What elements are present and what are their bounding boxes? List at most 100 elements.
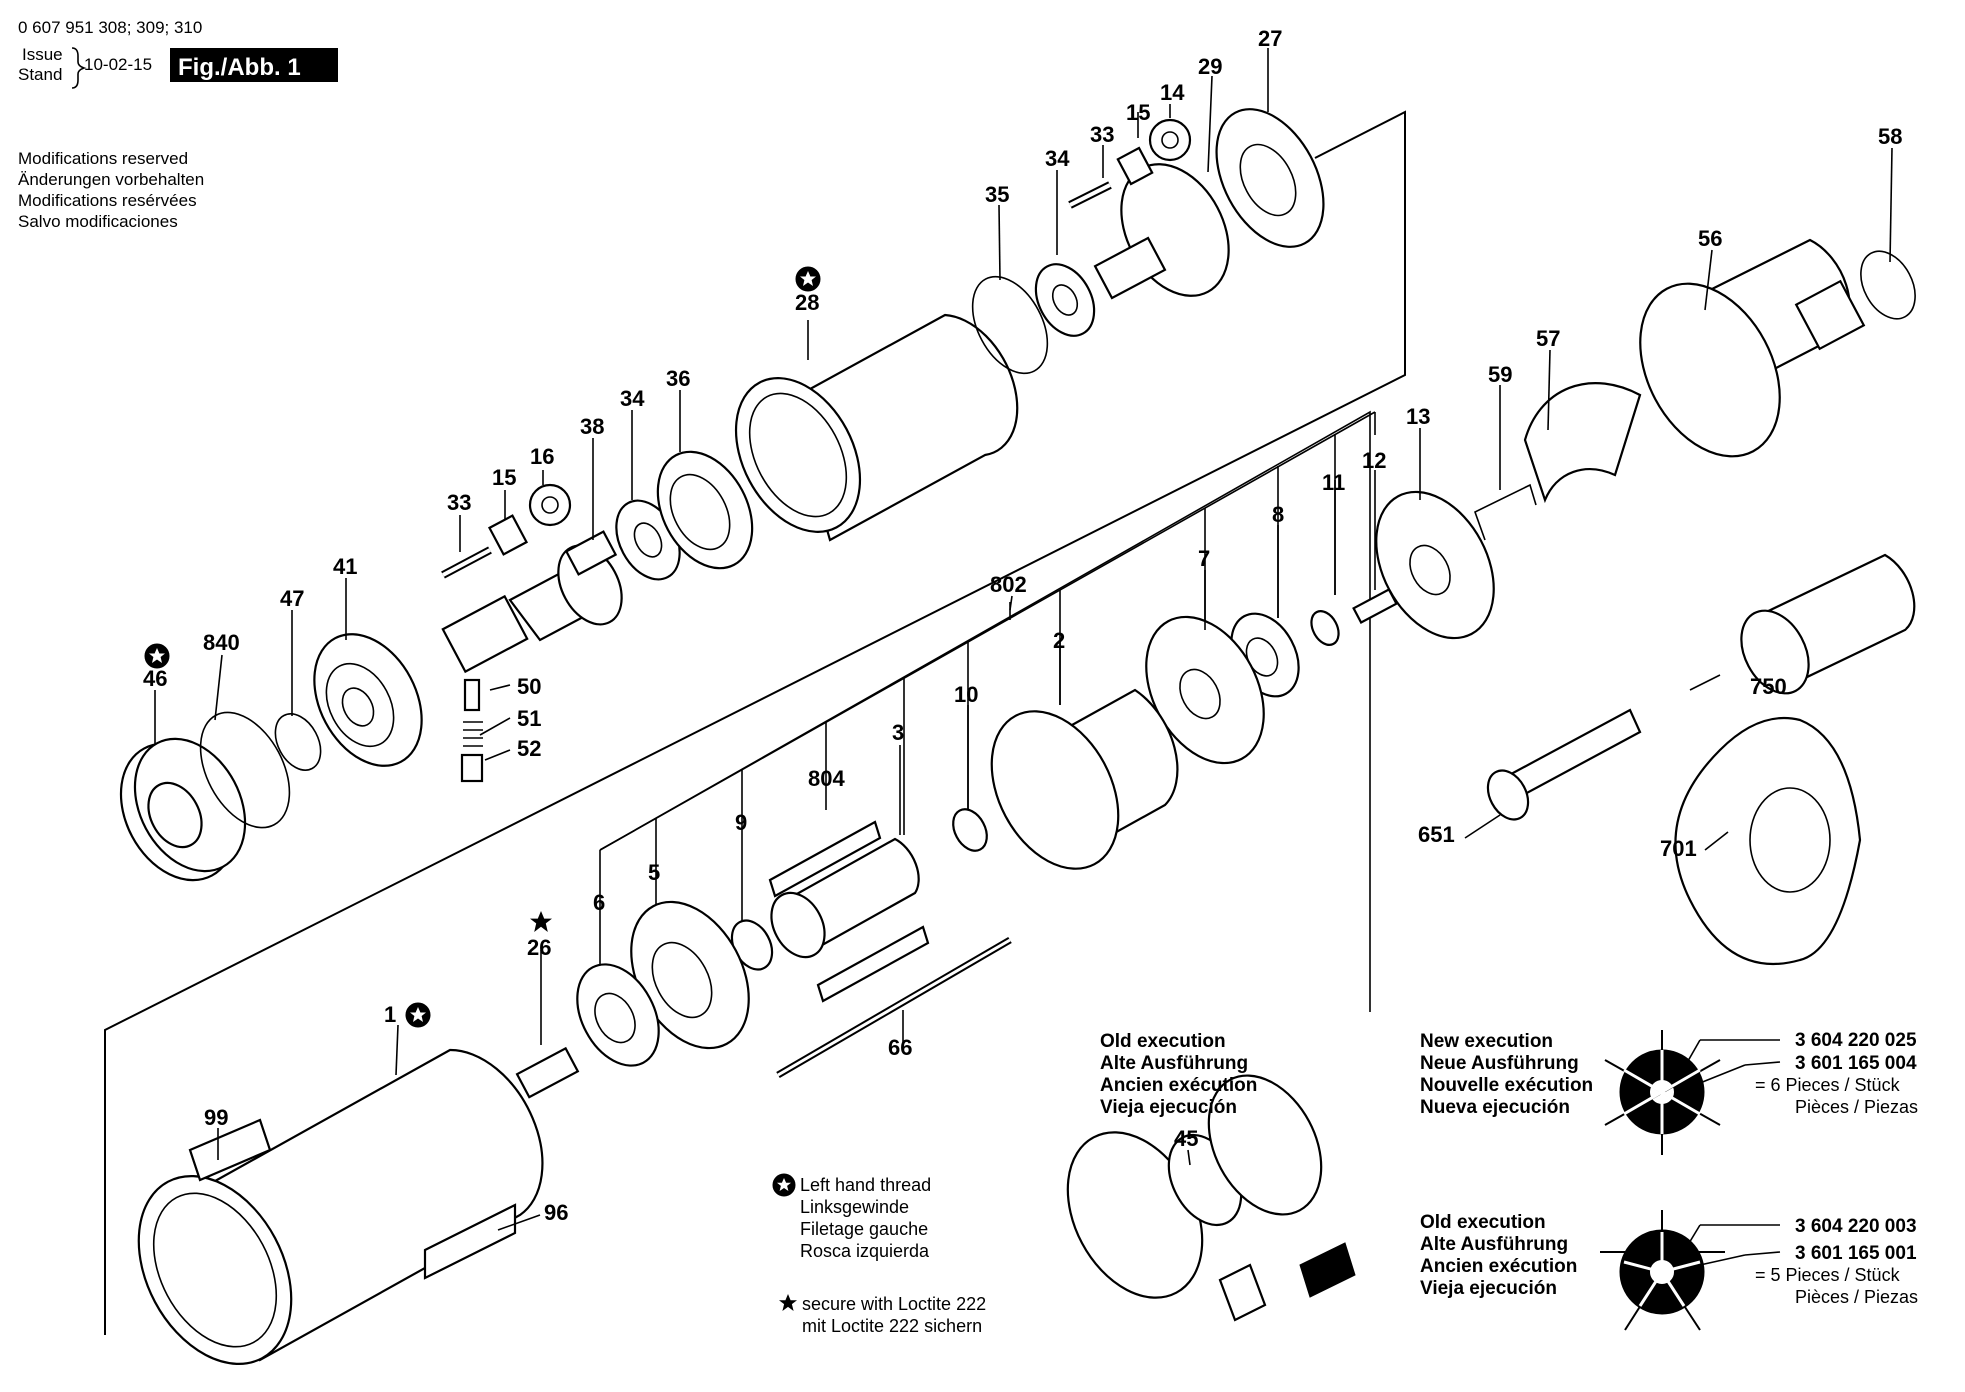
- legend-line: Linksgewinde: [800, 1197, 909, 1217]
- stand-label: Stand: [18, 65, 62, 84]
- part-58-seal: [1860, 250, 1916, 320]
- part-10-washer: [952, 808, 988, 852]
- old-execution-center-text: Old execution Alte Ausführung Ancien exé…: [1100, 1031, 1257, 1118]
- label-51: 51: [517, 706, 541, 731]
- left-hand-thread-icon: [772, 1173, 796, 1197]
- execution-line: Alte Ausführung: [1100, 1053, 1248, 1074]
- part-99-label: [188, 1118, 272, 1182]
- label-802: 802: [990, 572, 1027, 597]
- pieces-translation: Pièces / Piezas: [1795, 1097, 1918, 1117]
- part-750-silencer: [1740, 553, 1916, 695]
- part-34-washer-upper: [1034, 263, 1096, 337]
- label-9: 9: [735, 810, 747, 835]
- part-7-end-plate: [1145, 615, 1265, 765]
- notice-line: Modifications reserved: [18, 149, 188, 168]
- left-hand-thread-icon: [405, 1002, 431, 1028]
- assembly-frame-outline: [104, 110, 1406, 1335]
- part-651-hose-nipple: [1486, 708, 1642, 821]
- label-15: 15: [492, 465, 516, 490]
- label-6: 6: [593, 890, 605, 915]
- pieces-count: = 5 Pieces / Stück: [1755, 1265, 1901, 1285]
- part-2-cylinder: [990, 688, 1179, 870]
- label-58: 58: [1878, 124, 1902, 149]
- part-804-vane: [768, 820, 882, 898]
- part-41-bearing: [313, 633, 423, 767]
- part-15-needle-upper: [1116, 146, 1154, 186]
- label-12: 12: [1362, 448, 1386, 473]
- label-27: 27: [1258, 26, 1282, 51]
- label-52: 52: [517, 736, 541, 761]
- marker-symbols: [144, 266, 821, 1028]
- notice-line: Modifications resérvées: [18, 191, 197, 210]
- figure-label-box: [170, 48, 338, 82]
- label-701: 701: [1660, 836, 1697, 861]
- label-2: 2: [1053, 628, 1065, 653]
- drawing-number: 0 607 951 308; 309; 310: [18, 18, 202, 37]
- legend-left-hand-thread: Left hand thread Linksgewinde Filetage g…: [772, 1173, 931, 1261]
- figure-label: Fig./Abb. 1: [178, 54, 301, 81]
- execution-line: New execution: [1420, 1031, 1553, 1052]
- label-7: 7: [1198, 546, 1210, 571]
- part-38-spindle: [441, 530, 623, 674]
- label-13: 13: [1406, 404, 1430, 429]
- label-16: 16: [530, 444, 554, 469]
- execution-line: Neue Ausführung: [1420, 1053, 1579, 1074]
- label-11: 11: [1322, 470, 1345, 495]
- part-51-spring: [463, 721, 483, 747]
- label-10: 10: [954, 682, 978, 707]
- execution-line: Ancien exécution: [1100, 1075, 1257, 1096]
- label-34: 34: [1045, 146, 1070, 171]
- label-750: 750: [1750, 674, 1787, 699]
- execution-line: Nueva ejecución: [1420, 1097, 1570, 1118]
- part-36-bearing: [656, 450, 754, 570]
- label-29: 29: [1198, 54, 1222, 79]
- leader-lines: [154, 48, 1893, 1266]
- label-96: 96: [544, 1200, 568, 1225]
- loctite-star-icon: [530, 911, 552, 932]
- issue-label: Issue: [22, 45, 63, 64]
- legend-loctite: secure with Loctite 222 mit Loctite 222 …: [779, 1294, 986, 1336]
- part-13-end-plate: [1375, 490, 1495, 640]
- label-28: 28: [795, 290, 819, 315]
- label-804: 804: [808, 766, 845, 791]
- old-execution-45-assembly: [1066, 1074, 1356, 1322]
- label-840: 840: [203, 630, 240, 655]
- label-651: 651: [1418, 822, 1455, 847]
- loctite-star-icon: [779, 1294, 797, 1311]
- label-46: 46: [143, 666, 167, 691]
- rotor-vane-diagram-old: [1600, 1210, 1725, 1331]
- label-33: 33: [1090, 122, 1114, 147]
- label-47: 47: [280, 586, 304, 611]
- label-99: 99: [204, 1105, 228, 1130]
- pieces-count: = 6 Pieces / Stück: [1755, 1075, 1901, 1095]
- part-26-pinion: [515, 1046, 580, 1099]
- legend-line: Rosca izquierda: [800, 1241, 930, 1261]
- part-27-shim: [1215, 108, 1325, 248]
- part-5-end-plate: [630, 900, 750, 1050]
- pieces-translation: Pièces / Piezas: [1795, 1287, 1918, 1307]
- execution-line: Alte Ausführung: [1420, 1234, 1568, 1255]
- label-3: 3: [892, 720, 904, 745]
- part-1-motor-housing: [137, 1048, 544, 1365]
- label-45: 45: [1174, 1126, 1198, 1151]
- execution-line: Old execution: [1420, 1212, 1546, 1233]
- execution-line: Ancien exécution: [1420, 1256, 1577, 1277]
- notice-line: Salvo modificaciones: [18, 212, 178, 231]
- label-8: 8: [1272, 502, 1284, 527]
- part-number: 3 601 165 004: [1795, 1053, 1917, 1074]
- part-47-circlip: [274, 713, 322, 771]
- part-number: 3 601 165 001: [1795, 1243, 1917, 1264]
- part-804-vane: [816, 925, 930, 1003]
- left-hand-thread-icon: [795, 266, 821, 292]
- part-96-nameplate: [423, 1203, 517, 1280]
- part-14-planet-gear: [1148, 118, 1192, 162]
- label-57: 57: [1536, 326, 1560, 351]
- part-52-plug: [460, 753, 484, 783]
- label-38: 38: [580, 414, 604, 439]
- part-number: 3 604 220 003: [1795, 1216, 1917, 1237]
- part-59-spring-clip: [1474, 483, 1537, 541]
- execution-line: Vieja ejecución: [1420, 1278, 1557, 1299]
- label-14: 14: [1160, 80, 1185, 105]
- execution-line: Vieja ejecución: [1100, 1097, 1237, 1118]
